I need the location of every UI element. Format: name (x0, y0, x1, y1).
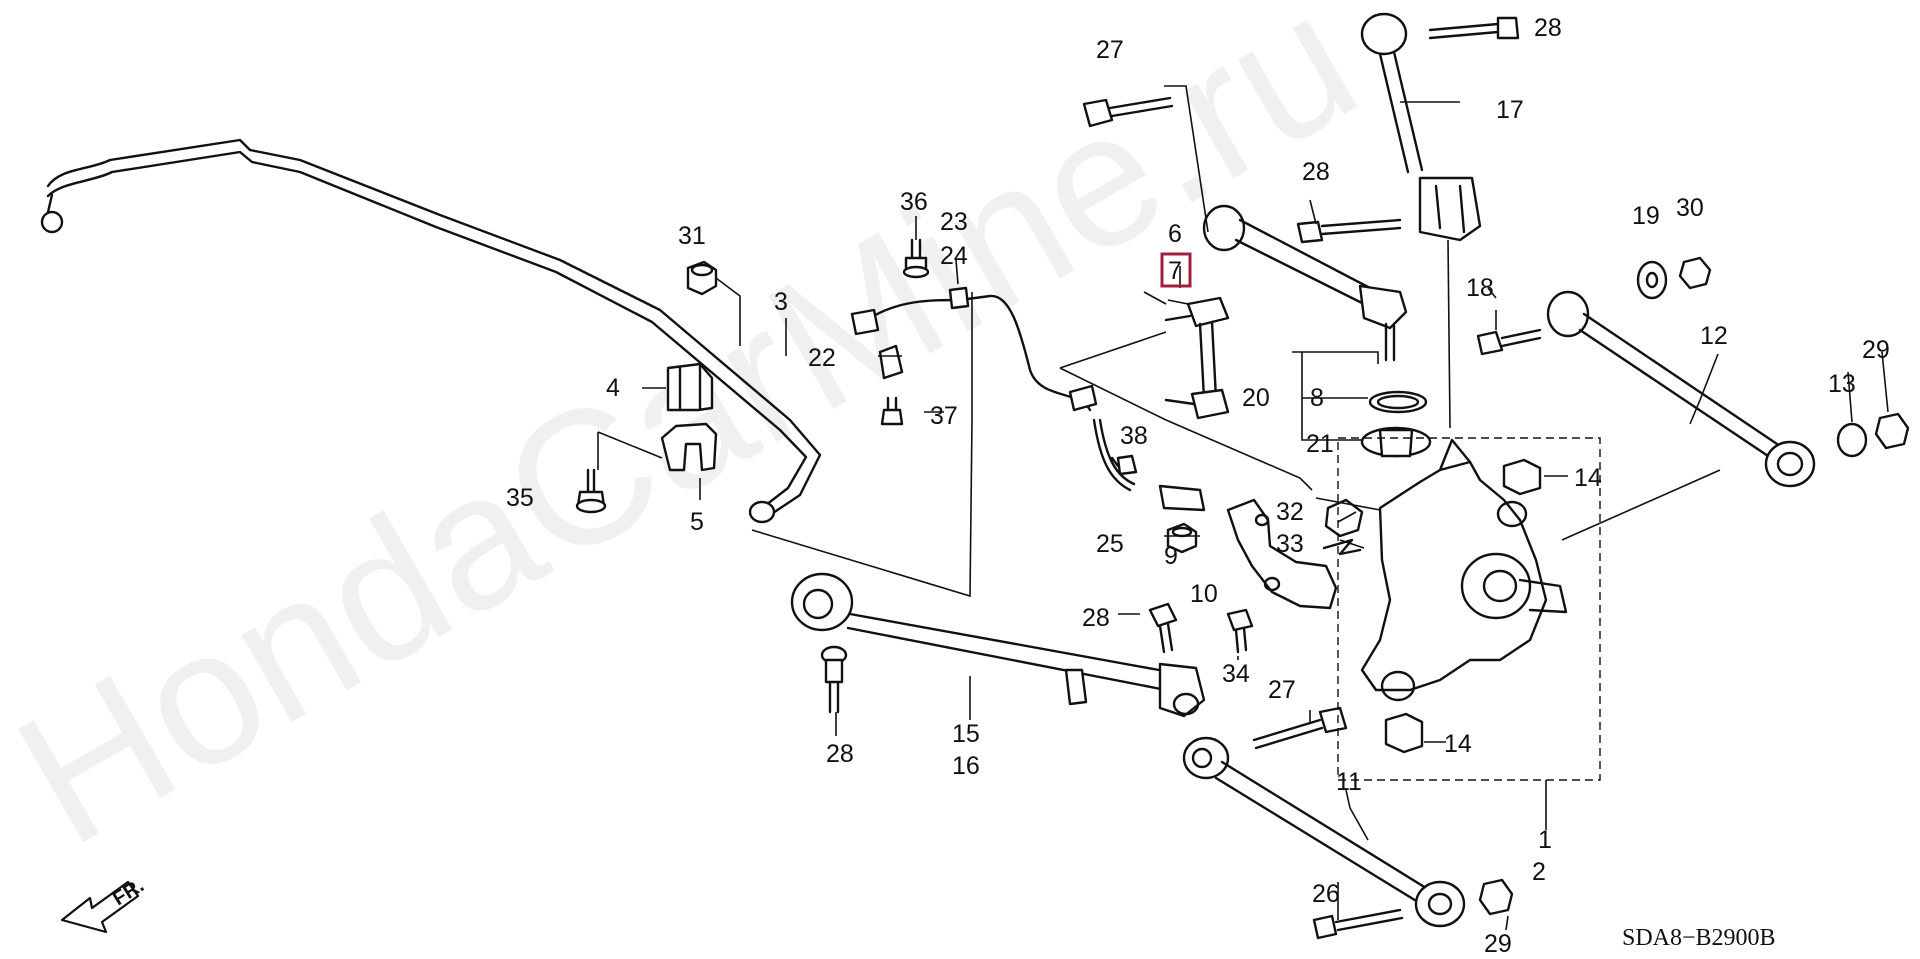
flange-bolt-part (575, 468, 607, 514)
callout-label: 28 (1082, 604, 1110, 632)
bump-stop-part (1368, 390, 1428, 414)
callout-label: 12 (1700, 322, 1728, 350)
callout-label: 33 (1276, 530, 1304, 558)
harness-clip-part (878, 344, 904, 380)
callout-label: 22 (808, 344, 836, 372)
callout-label: 7 (1168, 257, 1182, 285)
callout-label: 6 (1168, 220, 1182, 248)
callout-label: 21 (1306, 430, 1334, 458)
callout-label: 27 (1096, 36, 1124, 64)
flange-bolt-part (1428, 16, 1520, 40)
callout-label: 32 (1276, 498, 1304, 526)
stabilizer-bar-part (40, 138, 822, 524)
flange-bolt-part (1476, 328, 1542, 356)
callout-label: 36 (900, 188, 928, 216)
callout-label: 14 (1574, 464, 1602, 492)
callout-label: 15 (952, 720, 980, 748)
callout-label: 5 (690, 508, 704, 536)
flange-nut-part (686, 260, 718, 296)
callout-label: 26 (1312, 880, 1340, 908)
callout-label: 9 (1164, 542, 1178, 570)
callout-label: 35 (506, 484, 534, 512)
callout-label: 4 (606, 374, 620, 402)
callout-label: 24 (940, 242, 968, 270)
flange-bolt-part (1252, 706, 1348, 750)
callout-labels: 27 28 17 28 19 30 18 12 29 13 36 23 24 6… (506, 14, 1890, 958)
flange-nut-part (1678, 256, 1712, 290)
callout-label: 3 (774, 288, 788, 316)
callout-label: 38 (1120, 422, 1148, 450)
flange-bolt-part (1226, 608, 1254, 654)
leader-lines (597, 85, 1889, 931)
lower-arm-link-part (790, 572, 1206, 718)
callout-label: 28 (826, 740, 854, 768)
callout-7-highlight (1160, 252, 1192, 288)
flange-bolt-part (902, 238, 930, 279)
callout-label: 10 (1190, 580, 1218, 608)
flange-bolt-part (1110, 454, 1138, 476)
callout-label: 23 (940, 208, 968, 236)
callout-label: 29 (1484, 930, 1512, 958)
knuckle-part (1360, 438, 1568, 702)
flange-nut-part (1166, 522, 1198, 554)
callout-label: 25 (1096, 530, 1124, 558)
knuckle-bushing-part (1384, 712, 1424, 754)
flange-nut-part (1478, 878, 1514, 916)
callout-label: 29 (1862, 336, 1890, 364)
flange-bolt-part (1296, 218, 1402, 244)
lower-control-arm-part (1182, 736, 1466, 928)
upper-arm-part (1360, 12, 1482, 242)
bump-stop-base-part (1360, 426, 1432, 458)
flange-bolt-part (820, 645, 848, 714)
callout-label: 2 (1532, 858, 1546, 886)
flange-bolt-part (1148, 602, 1178, 654)
callout-label: 13 (1828, 370, 1856, 398)
knuckle-bushing-part (1502, 458, 1542, 496)
callout-label: 34 (1222, 660, 1250, 688)
toe-control-arm-part (1546, 290, 1816, 488)
callout-label: 14 (1444, 730, 1472, 758)
flange-bolt-part (1312, 908, 1404, 940)
callout-label: 30 (1676, 194, 1704, 222)
callout-label: 31 (678, 222, 706, 250)
callout-label: 11 (1336, 768, 1362, 796)
washer-part (1836, 422, 1868, 458)
stabilizer-link-part (1164, 296, 1230, 420)
callout-label: 1 (1538, 826, 1552, 854)
callout-label: 17 (1496, 96, 1524, 124)
stabilizer-bushing-part (666, 362, 714, 412)
flange-bolt-part (1082, 96, 1174, 128)
flange-bolt-part (880, 396, 904, 426)
callout-label: 28 (1302, 158, 1330, 186)
sensor-harness-part (850, 286, 1206, 512)
flange-nut-part (1874, 412, 1910, 450)
front-arrow-icon: FR. (60, 875, 148, 934)
callout-label: 28 (1534, 14, 1562, 42)
knuckle-assembly-outline (1337, 437, 1601, 781)
callout-label: 16 (952, 752, 980, 780)
callout-label: 8 (1310, 384, 1324, 412)
damper-bracket-part (1226, 498, 1338, 610)
callout-label: 20 (1242, 384, 1270, 412)
callout-label: 27 (1268, 676, 1296, 704)
callout-label: 19 (1632, 202, 1660, 230)
callout-label: 18 (1466, 274, 1494, 302)
retainer-clip-part (1322, 538, 1362, 556)
washer-part (1636, 260, 1668, 300)
compensator-arm-part (1202, 204, 1408, 362)
callout-label: 37 (930, 402, 958, 430)
diagram-code: SDA8−B2900B (1622, 925, 1776, 951)
stabilizer-holder-bracket-part (660, 422, 718, 472)
